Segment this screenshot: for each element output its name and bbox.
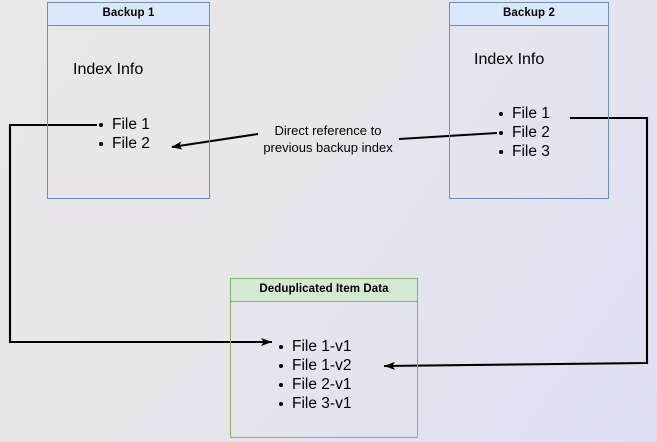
list-item: File 2-v1 — [278, 375, 351, 394]
list-item: File 1-v2 — [278, 356, 351, 375]
list-item: File 3-v1 — [278, 394, 351, 413]
node-backup-1[interactable]: Backup 1 — [47, 2, 210, 199]
edge-label-line-2: previous backup index — [263, 140, 393, 155]
list-item: File 2 — [498, 123, 550, 142]
node-backup-1-header: Backup 1 — [48, 3, 209, 26]
edge-label-direct-reference: Direct reference to previous backup inde… — [248, 122, 408, 156]
node-deduplicated-item-data-header: Deduplicated Item Data — [231, 279, 417, 302]
backup-2-index-info-label: Index Info — [474, 51, 545, 68]
backup-2-file-list: File 1 File 2 File 3 — [498, 104, 550, 161]
backup-1-index-info-label: Index Info — [73, 61, 144, 78]
node-backup-2-header: Backup 2 — [450, 3, 608, 26]
node-deduplicated-item-data[interactable]: Deduplicated Item Data — [230, 278, 418, 438]
edge-label-line-1: Direct reference to — [274, 123, 382, 138]
list-item: File 1 — [498, 104, 550, 123]
deduplicated-item-list: File 1-v1 File 1-v2 File 2-v1 File 3-v1 — [278, 337, 351, 413]
list-item: File 1-v1 — [278, 337, 351, 356]
node-backup-2[interactable]: Backup 2 — [449, 2, 609, 199]
list-item: File 3 — [498, 142, 550, 161]
list-item: File 2 — [98, 134, 150, 153]
backup-1-file-list: File 1 File 2 — [98, 115, 150, 153]
list-item: File 1 — [98, 115, 150, 134]
